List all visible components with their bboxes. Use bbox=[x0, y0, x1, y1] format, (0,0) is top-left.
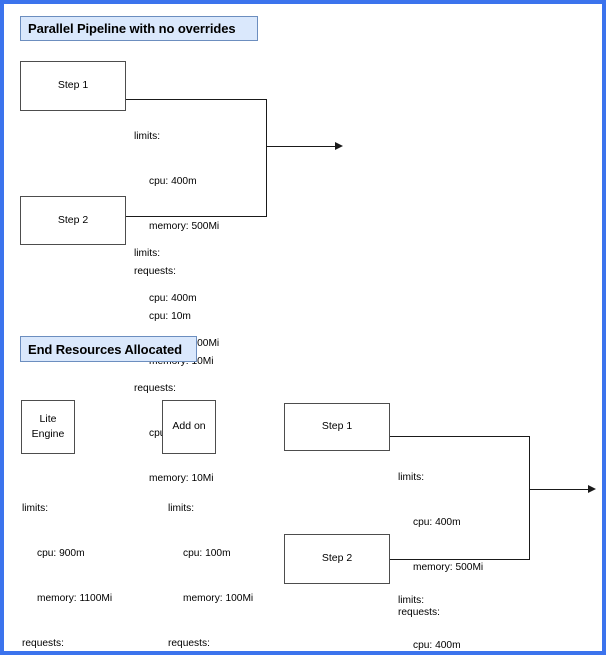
requests-cpu: cpu: 10m bbox=[398, 651, 483, 652]
limits-cpu: cpu: 400m bbox=[149, 292, 197, 304]
requests-label: requests: bbox=[22, 637, 64, 649]
arrow-bottom-output bbox=[588, 485, 596, 493]
section-title-text: Parallel Pipeline with no overrides bbox=[28, 21, 236, 36]
connector-top-merge-vertical bbox=[266, 99, 268, 217]
requests-label: requests: bbox=[134, 382, 176, 394]
node-bottom-step-1[interactable]: Step 1 bbox=[284, 403, 390, 451]
limits-label: limits: bbox=[22, 502, 49, 514]
resources-lite-engine: limits: cpu: 900m memory: 1100Mi request… bbox=[22, 472, 113, 651]
resources-bottom-step-2: limits: cpu: 400m memory: 500Mi requests… bbox=[398, 564, 483, 651]
node-lite-engine-label-line1: Lite bbox=[39, 412, 57, 425]
node-lite-engine-label-line2: Engine bbox=[31, 428, 65, 440]
limits-label: limits: bbox=[168, 502, 195, 514]
connector-top-step-1-horizontal bbox=[126, 99, 267, 101]
limits-label: limits: bbox=[398, 594, 425, 606]
node-top-step-2[interactable]: Step 2 bbox=[20, 196, 126, 245]
limits-cpu: cpu: 400m bbox=[413, 639, 461, 651]
requests-memory: memory: 10Mi bbox=[149, 472, 214, 484]
requests-cpu: cpu: 10m bbox=[149, 310, 191, 322]
connector-bottom-output-horizontal bbox=[529, 489, 589, 491]
node-add-on-label: Add on bbox=[172, 420, 206, 433]
limits-memory: memory: 500Mi bbox=[413, 561, 484, 573]
resources-bottom-step-1: limits: cpu: 400m memory: 500Mi requests… bbox=[398, 441, 484, 652]
connector-top-output-horizontal bbox=[266, 146, 336, 148]
limits-label: limits: bbox=[398, 471, 425, 483]
connector-bottom-step-1-horizontal bbox=[390, 436, 530, 438]
node-bottom-step-2-label: Step 2 bbox=[321, 552, 353, 565]
node-add-on[interactable]: Add on bbox=[162, 400, 216, 454]
section-title-parallel-pipeline: Parallel Pipeline with no overrides bbox=[20, 16, 258, 41]
limits-cpu: cpu: 400m bbox=[413, 516, 461, 528]
limits-label: limits: bbox=[134, 247, 161, 259]
section-title-text: End Resources Allocated bbox=[28, 341, 182, 357]
limits-cpu: cpu: 100m bbox=[183, 547, 231, 559]
node-top-step-1[interactable]: Step 1 bbox=[20, 61, 126, 111]
requests-label: requests: bbox=[134, 265, 176, 277]
limits-cpu: cpu: 900m bbox=[37, 547, 85, 559]
node-top-step-2-label: Step 2 bbox=[57, 213, 89, 226]
section-title-end-resources: End Resources Allocated bbox=[20, 336, 197, 362]
requests-label: requests: bbox=[398, 606, 440, 618]
connector-top-step-2-horizontal bbox=[126, 216, 267, 218]
node-top-step-1-label: Step 1 bbox=[57, 79, 89, 92]
limits-memory: memory: 1100Mi bbox=[37, 592, 113, 604]
node-bottom-step-1-label: Step 1 bbox=[321, 420, 353, 433]
resources-add-on: limits: cpu: 100m memory: 100Mi requests… bbox=[168, 472, 254, 651]
node-bottom-step-2[interactable]: Step 2 bbox=[284, 534, 390, 584]
limits-memory: memory: 100Mi bbox=[183, 592, 254, 604]
connector-bottom-step-2-horizontal bbox=[390, 559, 530, 561]
limits-label: limits: bbox=[134, 130, 161, 142]
requests-label: requests: bbox=[168, 637, 210, 649]
arrow-top-output bbox=[335, 142, 343, 150]
connector-bottom-merge-vertical bbox=[529, 436, 531, 560]
limits-memory: memory: 500Mi bbox=[149, 220, 220, 232]
limits-cpu: cpu: 400m bbox=[149, 175, 197, 187]
node-lite-engine[interactable]: Lite Engine bbox=[21, 400, 75, 454]
